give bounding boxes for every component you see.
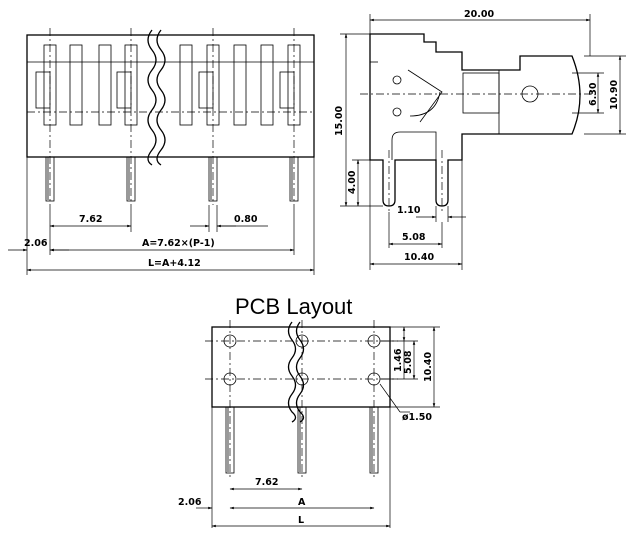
dim-front-pitch: 7.62 — [79, 214, 102, 225]
dim-pcb-a: A — [298, 497, 306, 508]
dim-pcb-l: L — [298, 515, 304, 526]
front-view: 7.62 0.80 A=7.62×(P-1) 2.06 L=A+4.12 — [8, 28, 315, 275]
side-view: 20.00 15.00 4.00 6.30 10.90 1.10 5.08 — [334, 9, 626, 270]
dim-pcb-row: 1.46 — [393, 348, 404, 372]
dim-tab-h2: 10.90 — [609, 80, 620, 110]
pcb-pins — [225, 406, 379, 474]
dim-pin-len: 4.00 — [347, 170, 358, 194]
dim-base-width: 10.40 — [404, 252, 434, 263]
side-body — [369, 33, 581, 207]
dim-edge-offset: 2.06 — [24, 238, 48, 249]
dim-pin-pitch: 5.08 — [402, 232, 426, 243]
dim-tab-h1: 6.30 — [588, 82, 599, 106]
dim-pin-width: 0.80 — [234, 214, 258, 225]
dim-pcb-depth: 10.40 — [423, 352, 434, 382]
fins — [69, 44, 274, 126]
dim-pcb-row2: 5.08 — [403, 350, 414, 374]
break-mark — [147, 29, 157, 166]
front-pins — [35, 44, 301, 202]
pcb-layout-view: 1.46 5.08 10.40 ø1.50 7.62 2.06 A L — [178, 320, 440, 528]
dim-l-formula: L=A+4.12 — [148, 258, 201, 269]
pcb-body — [211, 326, 391, 408]
dim-pin-thk: 1.10 — [397, 205, 421, 216]
dim-a-formula: A=7.62×(P-1) — [142, 238, 215, 249]
dim-pcb-pitch: 7.62 — [255, 477, 278, 488]
dim-pcb-edge: 2.06 — [178, 497, 202, 508]
dim-side-height: 15.00 — [334, 106, 345, 136]
pcb-layout-title: PCB Layout — [235, 294, 352, 319]
dim-side-width: 20.00 — [464, 9, 494, 20]
front-body — [26, 34, 315, 158]
dim-hole-dia: ø1.50 — [402, 412, 432, 423]
